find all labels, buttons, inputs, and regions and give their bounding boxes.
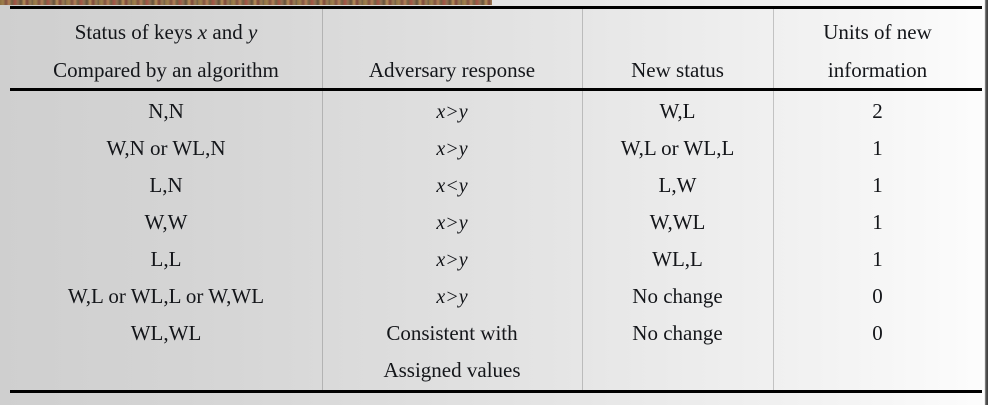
cell-adversary-response: x>y — [436, 286, 468, 308]
column-separator-3 — [773, 9, 774, 390]
table-row: L,N x<y L,W 1 — [10, 167, 982, 204]
cell-units: 1 — [872, 210, 883, 234]
column-separator-2 — [582, 9, 583, 390]
table-row: WL,WL Consistent with No change 0 — [10, 315, 982, 352]
table-top-rule — [10, 6, 982, 9]
header-status-var-y: y — [247, 20, 258, 44]
cell-units — [773, 352, 982, 389]
cell-status — [10, 352, 322, 389]
cell-status: W,N or WL,N — [106, 136, 226, 160]
column-separator-1 — [322, 9, 323, 390]
cell-units: 1 — [872, 136, 883, 160]
cell-status: L,N — [149, 173, 183, 197]
cell-units: 2 — [872, 99, 883, 123]
header-status-prefix: Status of keys — [74, 20, 198, 44]
cell-units: 1 — [872, 247, 883, 271]
cell-units: 1 — [872, 173, 883, 197]
cell-new-status: No change — [632, 284, 723, 308]
cell-new-status: No change — [632, 321, 723, 345]
table-row: W,N or WL,N x>y W,L or WL,L 1 — [10, 130, 982, 167]
cell-new-status: L,W — [658, 173, 697, 197]
cell-new-status — [582, 352, 773, 389]
header-status-var-x: x — [197, 20, 208, 44]
cell-adversary-response: x>y — [436, 249, 468, 271]
cell-status: N,N — [148, 99, 184, 123]
cell-status: L,L — [150, 247, 182, 271]
header-units-line2: information — [827, 58, 928, 82]
table-bottom-rule — [10, 390, 982, 393]
cell-status: W,L or WL,L or W,WL — [67, 284, 265, 308]
cell-new-status: W,L — [659, 99, 696, 123]
cell-status: WL,WL — [130, 321, 202, 345]
table-header-rule — [10, 88, 982, 91]
header-status-line1: Status of keys x and y — [10, 9, 322, 51]
cell-adversary-response: x>y — [436, 101, 468, 123]
cell-units: 0 — [872, 321, 883, 345]
header-adversary-response: Adversary response — [368, 58, 536, 82]
cell-adversary-response: x<y — [436, 175, 468, 197]
table-row: N,N x>y W,L 2 — [10, 93, 982, 130]
cell-new-status: W,WL — [649, 210, 706, 234]
scan-bleed-artifact — [0, 0, 492, 5]
cell-status: W,W — [144, 210, 188, 234]
cell-new-status: WL,L — [652, 247, 703, 271]
header-response-spacer — [322, 9, 582, 51]
header-newstatus-spacer — [582, 9, 773, 51]
header-row-2: Compared by an algorithm Adversary respo… — [10, 51, 982, 89]
header-row-1: Status of keys x and y Units of new — [10, 9, 982, 51]
header-status-mid: and — [207, 20, 248, 44]
cell-adversary-response: Consistent with — [386, 321, 518, 345]
page-right-edge — [983, 0, 988, 405]
table-row: W,L or WL,L or W,WL x>y No change 0 — [10, 278, 982, 315]
table-row: Assigned values — [10, 352, 982, 389]
table-row: L,L x>y WL,L 1 — [10, 241, 982, 278]
header-status-line2: Compared by an algorithm — [53, 58, 279, 82]
header-new-status: New status — [631, 58, 724, 82]
cell-adversary-response: x>y — [436, 212, 468, 234]
cell-adversary-response: Assigned values — [383, 358, 521, 382]
cell-units: 0 — [872, 284, 883, 308]
cell-adversary-response: x>y — [436, 138, 468, 160]
cell-new-status: W,L or WL,L — [620, 136, 735, 160]
table-header: Status of keys x and y Units of new Comp… — [10, 9, 982, 89]
header-units-line1: Units of new — [823, 20, 932, 44]
table-row: W,W x>y W,WL 1 — [10, 204, 982, 241]
